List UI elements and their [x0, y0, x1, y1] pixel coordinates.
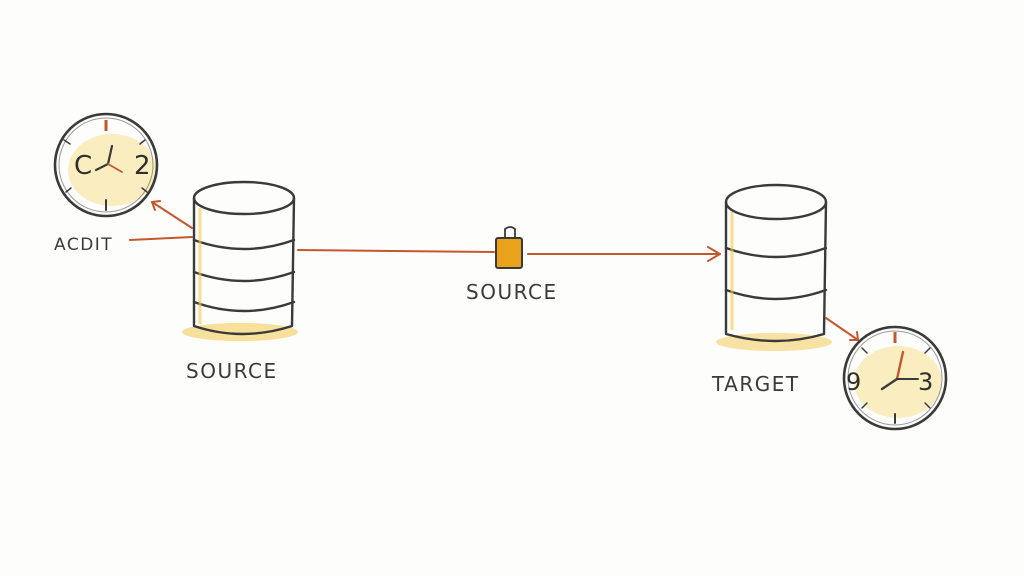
target-clock-arrow	[825, 317, 859, 341]
right-clock-icon: 9 3	[842, 325, 948, 431]
left-clock-glow	[68, 134, 156, 206]
left-clock-left-number: C	[74, 151, 92, 181]
left-clock-right-number: 2	[134, 151, 151, 181]
right-clock-left-number: 9	[846, 368, 861, 396]
right-clock-right-number: 3	[918, 368, 933, 396]
target-database-icon	[716, 183, 832, 351]
flow-line-left	[297, 249, 495, 253]
flow-arrowhead	[707, 246, 721, 262]
target-database-label: TARGET	[711, 372, 800, 396]
audit-connector	[129, 236, 193, 241]
left-clock-icon: C 2	[53, 112, 159, 218]
right-clock-glow	[854, 346, 942, 418]
source-database-icon	[182, 180, 298, 341]
middle-source-label: SOURCE	[466, 280, 558, 304]
audit-label: ACDIT	[54, 235, 113, 255]
source-database-label: SOURCE	[186, 359, 278, 383]
clock-arrow	[151, 200, 193, 229]
package-icon	[495, 226, 523, 269]
left-clock-face	[53, 112, 159, 218]
right-clock-face	[842, 325, 948, 431]
